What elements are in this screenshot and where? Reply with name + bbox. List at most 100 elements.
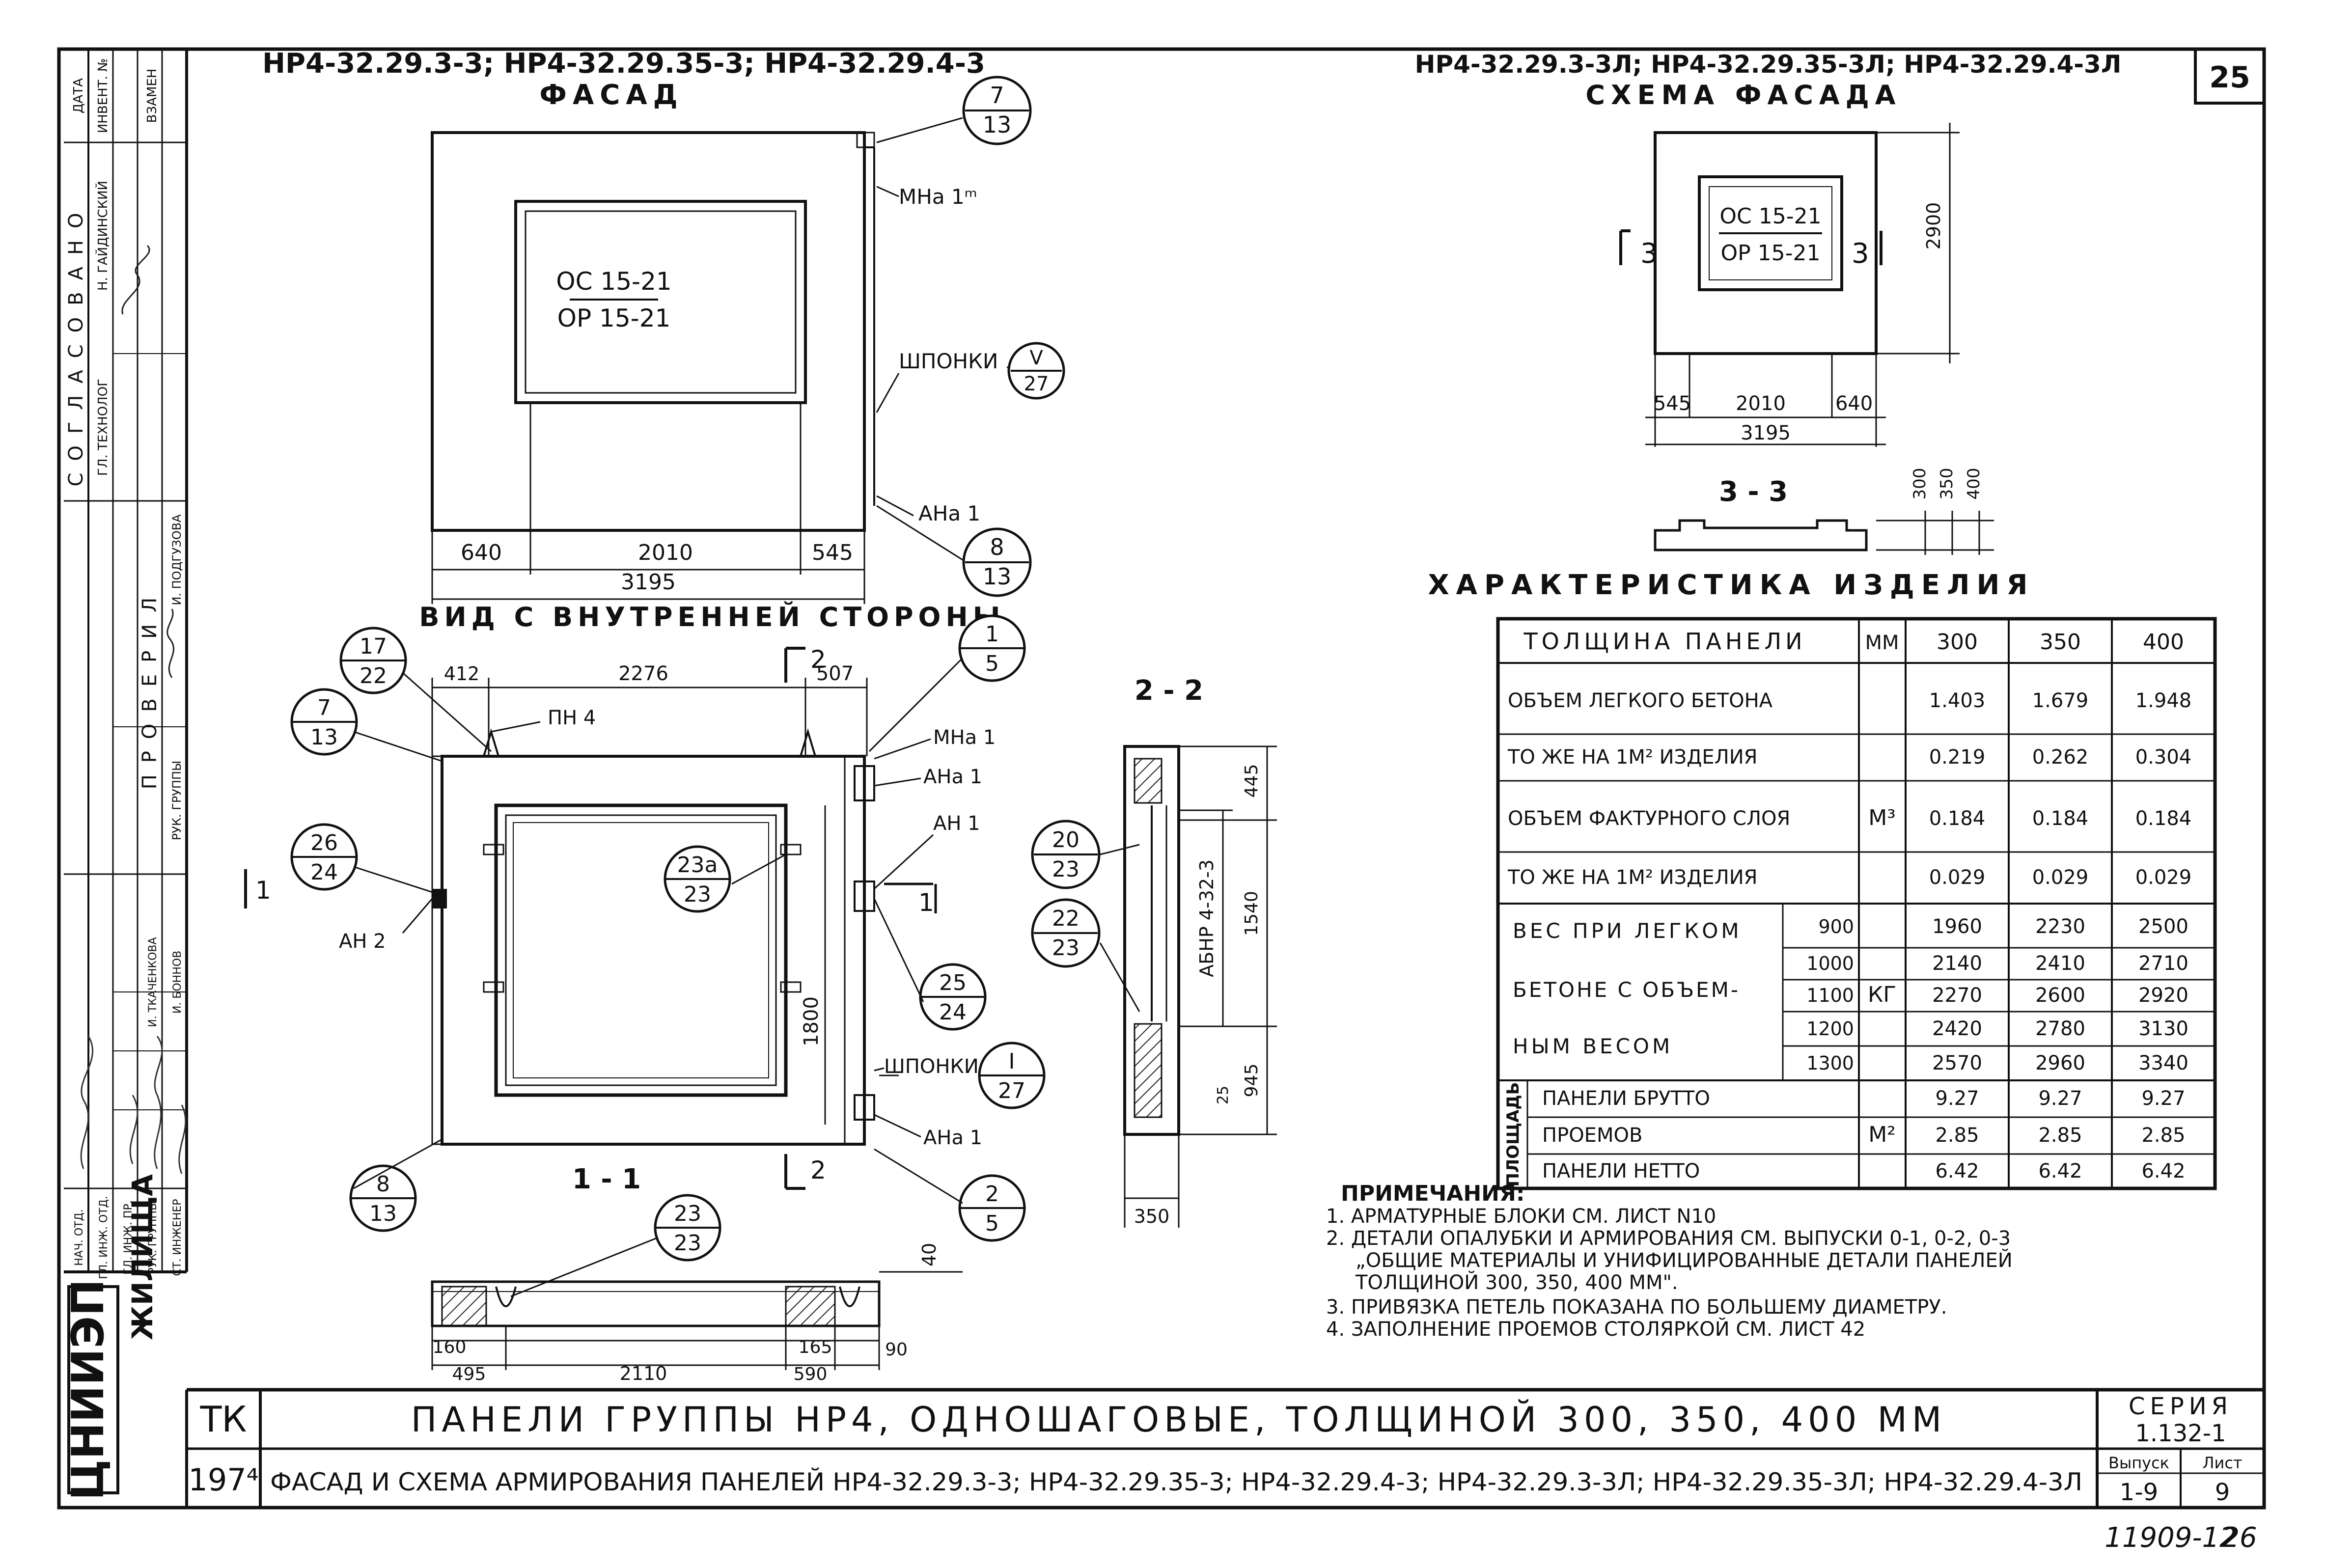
sec11-dim-590: 590: [794, 1364, 828, 1384]
approval-name: Н. ГАЙДИНСКИЙ: [95, 181, 111, 291]
facade-callout-shponki: V 27: [1007, 342, 1065, 400]
table-weight-value: 2570: [1932, 1052, 1982, 1074]
sec22-block-label: АБНР 4-32-3: [1196, 859, 1218, 977]
note-line-5: 3. ПРИВЯЗКА ПЕТЕЛЬ ПОКАЗАНА ПО БОЛЬШЕМУ …: [1326, 1296, 1947, 1319]
table-weight-value: 2270: [1932, 984, 1982, 1007]
sec22-callout-22-23: 22 23: [1031, 898, 1140, 1012]
title-main: ПАНЕЛИ ГРУППЫ НР4, ОДНОШАГОВЫЕ, ТОЛЩИНОЙ…: [411, 1400, 1947, 1440]
facade-callout-7-13: 7 13: [876, 76, 1032, 145]
table-volume-value: 0.219: [1929, 746, 1986, 769]
inner-window: [494, 803, 788, 1097]
table-area-value: 2.85: [2038, 1124, 2082, 1147]
scheme-title: СХЕМА ФАСАДА: [1585, 80, 1901, 110]
table-weight-value: 2780: [2035, 1018, 2085, 1040]
table-area-value: 6.42: [2038, 1160, 2082, 1183]
inner-callout-bottom: 23: [684, 882, 711, 907]
table-area-value: 2.85: [2141, 1124, 2185, 1147]
inner-callout-top: I: [1009, 1049, 1015, 1074]
table-area-value: 6.42: [2141, 1160, 2185, 1183]
table-unit-m3: М³: [1868, 805, 1896, 830]
scheme-marks: НР4-32.29.3-3Л; НР4-32.29.35-3Л; НР4-32.…: [1415, 50, 2122, 79]
table-area-value: 6.42: [1935, 1160, 1979, 1183]
inner-callout-bottom: 13: [369, 1201, 397, 1226]
svg-text:20: 20: [1052, 827, 1080, 853]
staff-signature-1: [80, 1036, 94, 1169]
facade-label-shponki: ШПОНКИ: [899, 349, 998, 373]
scheme-dim-300: 300: [1910, 468, 1930, 500]
org-logo: ЦНИИЭП: [62, 1279, 114, 1501]
table-header-thickness: ТОЛЩИНА ПАНЕЛИ: [1523, 628, 1806, 655]
facade-dim-545: 545: [812, 540, 853, 565]
table-volume-value: 0.029: [2135, 866, 2192, 889]
table-volume-value: 0.262: [2032, 746, 2089, 769]
sec22-dim-1540: 1540: [1242, 891, 1262, 936]
table-weight-value: 2920: [2138, 984, 2188, 1007]
inner-callout-bottom: 24: [310, 860, 338, 885]
table-weight-density-3: 1200: [1806, 1018, 1854, 1040]
scheme-dim-640: 640: [1835, 392, 1873, 415]
inner-callout-bottom: 27: [998, 1078, 1025, 1103]
inner-callout-6: I 27: [978, 1042, 1046, 1109]
table-area-label-2: ПАНЕЛИ НЕТТО: [1542, 1160, 1700, 1183]
note-line-1: 1. АРМАТУРНЫЕ БЛОКИ СМ. ЛИСТ N10: [1326, 1205, 1716, 1228]
series-label: СЕРИЯ: [2129, 1393, 2233, 1420]
section-1-left: 1: [255, 876, 271, 905]
characteristics-table: ХАРАКТЕРИСТИКА ИЗДЕЛИЯ ТОЛЩИНА ПАНЕЛИ ММ…: [1428, 569, 2217, 1190]
scheme-dim-3195: 3195: [1741, 422, 1791, 444]
table-volume-value: 0.184: [2135, 807, 2192, 830]
scheme-dim-350: 350: [1937, 468, 1957, 500]
table-weight-value: 2710: [2138, 952, 2188, 975]
staff-role-2: ГЛ. ИНЖ. ОТД.: [98, 1196, 110, 1279]
inner-callout-9: 25: [958, 1174, 1026, 1242]
inner-label-shponki: ШПОНКИ: [884, 1055, 979, 1078]
table-weight-value: 2600: [2035, 984, 2085, 1007]
facade-marks: НР4-32.29.3-3; НР4-32.29.35-3; НР4-32.29…: [262, 48, 985, 80]
facade-window-bottom: ОР 15-21: [557, 304, 671, 332]
notes: ПРИМЕЧАНИЯ: 1. АРМАТУРНЫЕ БЛОКИ СМ. ЛИСТ…: [1326, 1181, 2013, 1341]
sheet-frame: [57, 47, 2266, 1510]
inner-label-mna1: МНа 1: [933, 726, 996, 749]
title-code-year: 197⁴: [188, 1462, 258, 1498]
inner-callout-bottom: 24: [939, 1000, 967, 1025]
sec11-dim-495: 495: [452, 1364, 486, 1384]
approval-role: ГЛ. ТЕХНОЛОГ: [96, 379, 111, 476]
weight-label-line-1: ВЕС ПРИ ЛЕГКОМ: [1513, 919, 1742, 943]
section-2-top: 2: [810, 645, 826, 674]
note-line-4: ТОЛЩИНОЙ 300, 350, 400 ММ".: [1355, 1270, 1678, 1294]
sec11-dim-90: 90: [885, 1340, 908, 1360]
inner-label-ana1-bottom: АНа 1: [923, 1127, 982, 1149]
title-block: ТК 197⁴ ПАНЕЛИ ГРУППЫ НР4, ОДНОШАГОВЫЕ, …: [185, 1388, 2264, 1508]
table-weight-density-1: 1000: [1806, 953, 1854, 974]
table-area-label-1: ПРОЕМОВ: [1542, 1124, 1642, 1147]
table-weight-value: 2140: [1932, 952, 1982, 975]
inner-callout-top: 7: [317, 695, 331, 720]
facade-window-top: ОС 15-21: [556, 267, 671, 296]
svg-text:27: 27: [1024, 373, 1049, 395]
weight-label-line-2: БЕТОНЕ С ОБЪЕМ-: [1513, 978, 1740, 1002]
check-role: РУК. ГРУППЫ: [170, 761, 184, 840]
table-area-value: 2.85: [1935, 1124, 1979, 1147]
table-volume-value: 1.948: [2135, 689, 2192, 712]
title-code-tk: ТК: [199, 1399, 247, 1440]
approval-title: СОГЛАСОВАНО: [65, 201, 87, 486]
scheme-window: [1698, 175, 1843, 291]
facade-title: ФАСАД: [539, 79, 683, 111]
issue-label: Выпуск: [2108, 1454, 2169, 1472]
strip-header-inventory: ИНВЕНТ. №: [96, 58, 111, 133]
org-logo-frame: [67, 1285, 119, 1494]
staff-role-5: СТ. ИНЖЕНЕР: [171, 1199, 184, 1276]
scheme-facade: НР4-32.29.3-3Л; НР4-32.29.35-3Л; НР4-32.…: [1415, 50, 2122, 555]
notes-title: ПРИМЕЧАНИЯ:: [1341, 1181, 1524, 1206]
staff-signature-3: [154, 1036, 163, 1169]
table-volume-value: 0.304: [2135, 746, 2192, 769]
table-volume-value: 1.403: [1929, 689, 1986, 712]
check-name: И. ПОДГУЗОВА: [170, 514, 184, 605]
inner-label-ana1-top: АНа 1: [923, 766, 982, 788]
inner-callout-2: 15: [958, 614, 1026, 682]
title-sub: ФАСАД И СХЕМА АРМИРОВАНИЯ ПАНЕЛЕЙ НР4-32…: [270, 1467, 2082, 1496]
staff-signature-2: [129, 1095, 138, 1164]
facade-label-ana: АНа 1: [918, 501, 980, 525]
table-area-value: 9.27: [1935, 1087, 1979, 1110]
